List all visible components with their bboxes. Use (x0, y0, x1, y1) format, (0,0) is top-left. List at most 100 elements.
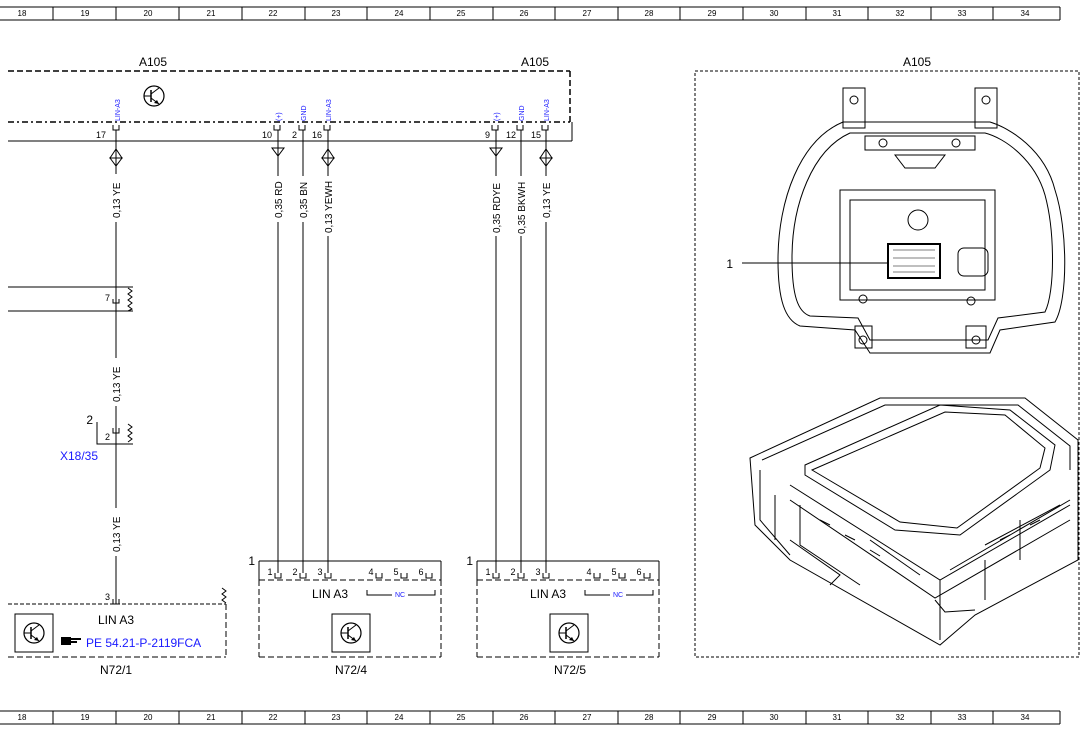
n72-1-name: N72/1 (100, 663, 132, 677)
a105-label-mid: A105 (521, 55, 549, 69)
grid-col-bottom: 34 (1021, 713, 1030, 722)
pin-16: 16 (312, 130, 322, 140)
transistor-icon (558, 622, 580, 644)
n72-4-pin: 6 (418, 567, 423, 577)
wire-label: 0,13 YE (542, 182, 553, 218)
grid-col-bottom: 24 (395, 713, 404, 722)
n72-4-pin: 4 (368, 567, 373, 577)
signal-gnd: GND (301, 105, 308, 121)
bidirectional-arrow-icon (539, 148, 553, 167)
grid-col-bottom: 27 (583, 713, 592, 722)
pin-7: 7 (105, 293, 110, 303)
grid-col-bottom: 20 (144, 713, 153, 722)
grid-col-top: 27 (583, 9, 592, 18)
nc-label: NC (395, 592, 405, 599)
wire-label: 0,13 YE (112, 182, 123, 218)
grid-col-top: 34 (1021, 9, 1030, 18)
signal-plus: (+) (494, 112, 501, 121)
n72-5-name: N72/5 (554, 663, 586, 677)
transistor-icon (23, 622, 45, 644)
grid-col-bottom: 19 (81, 713, 90, 722)
grid-col-top: 18 (18, 9, 27, 18)
grid-col-top: 21 (207, 9, 216, 18)
grid-col-bottom: 33 (958, 713, 967, 722)
signal-lin-a3: LIN-A3 (544, 99, 551, 121)
a105-module-block (8, 70, 573, 142)
n72-1-pin: 3 (105, 592, 110, 602)
n72-5-pin: 5 (611, 567, 616, 577)
signal-plus: (+) (276, 112, 283, 121)
wire-label: 0,35 BKWH (517, 182, 528, 234)
component-top-view-drawing (777, 87, 1066, 354)
n72-5-pin: 3 (535, 567, 540, 577)
grid-col-top: 20 (144, 9, 153, 18)
pin-9: 9 (485, 130, 490, 140)
n72-4-callout: 1 (248, 554, 255, 568)
x18-connector (96, 422, 133, 445)
bidirectional-arrow-icon (109, 148, 123, 167)
wire-label: 0,13 YEWH (324, 181, 335, 233)
grid-col-top: 19 (81, 9, 90, 18)
transistor-icon (143, 85, 165, 107)
grid-col-top: 28 (645, 9, 654, 18)
n72-1-block (8, 587, 227, 658)
grid-col-bottom: 28 (645, 713, 654, 722)
signal-lin-a3: LIN-A3 (115, 99, 122, 121)
grid-col-top: 24 (395, 9, 404, 18)
pin-2: 2 (292, 130, 297, 140)
reference-link[interactable]: PE 54.21-P-2119FCA (86, 636, 201, 650)
bidirectional-arrow-icon (321, 148, 335, 167)
grid-col-top: 23 (332, 9, 341, 18)
signal-gnd: GND (519, 105, 526, 121)
a105-photo-label: A105 (903, 55, 931, 69)
x18-name-link[interactable]: X18/35 (60, 449, 98, 463)
n72-4-signal-label: LIN A3 (312, 587, 348, 601)
grid-col-bottom: 29 (708, 713, 717, 722)
pin-15: 15 (531, 130, 541, 140)
n72-4-pin: 1 (267, 567, 272, 577)
pin-10: 10 (262, 130, 272, 140)
n72-4-pin: 2 (292, 567, 297, 577)
grid-col-bottom: 32 (896, 713, 905, 722)
grid-col-bottom: 18 (18, 713, 27, 722)
n72-5-pin: 1 (485, 567, 490, 577)
output-arrow-icon (489, 147, 503, 157)
connector-strip (8, 286, 133, 312)
n72-5-pin: 2 (510, 567, 515, 577)
n72-5-signal-label: LIN A3 (530, 587, 566, 601)
x18-pin: 2 (105, 432, 110, 442)
wire-label: 0,13 YE (112, 366, 123, 402)
n72-4-pin: 5 (393, 567, 398, 577)
grid-ruler-top: 18 19 20 21 22 23 24 25 26 27 28 29 30 3… (0, 6, 1061, 21)
nc-label: NC (613, 592, 623, 599)
pointing-hand-icon (61, 637, 81, 645)
grid-col-top: 30 (770, 9, 779, 18)
grid-col-bottom: 26 (520, 713, 529, 722)
signal-lin-a3: LIN-A3 (326, 99, 333, 121)
grid-col-bottom: 22 (269, 713, 278, 722)
n72-5-pin: 6 (636, 567, 641, 577)
photo-callout-number: 1 (726, 257, 733, 271)
a105-label-left: A105 (139, 55, 167, 69)
n72-1-signal-label: LIN A3 (98, 613, 134, 627)
grid-col-bottom: 25 (457, 713, 466, 722)
component-isometric-drawing (749, 397, 1079, 646)
grid-col-bottom: 31 (833, 713, 842, 722)
n72-5-callout: 1 (466, 554, 473, 568)
wire-label: 0,13 YE (112, 516, 123, 552)
grid-col-top: 22 (269, 9, 278, 18)
n72-5-pin: 4 (586, 567, 591, 577)
a105-pin-connectors (112, 125, 549, 131)
wire-label: 0,35 RDYE (492, 183, 503, 233)
transistor-icon (340, 622, 362, 644)
grid-col-top: 29 (708, 9, 717, 18)
wire-labels (111, 174, 551, 556)
grid-col-bottom: 30 (770, 713, 779, 722)
grid-ruler-bottom: 18 19 20 21 22 23 24 25 26 27 28 29 30 3… (0, 710, 1061, 725)
n72-4-name: N72/4 (335, 663, 367, 677)
grid-col-top: 25 (457, 9, 466, 18)
grid-col-bottom: 23 (332, 713, 341, 722)
grid-col-bottom: 21 (207, 713, 216, 722)
component-photo-frame (694, 70, 1080, 658)
grid-col-top: 32 (896, 9, 905, 18)
